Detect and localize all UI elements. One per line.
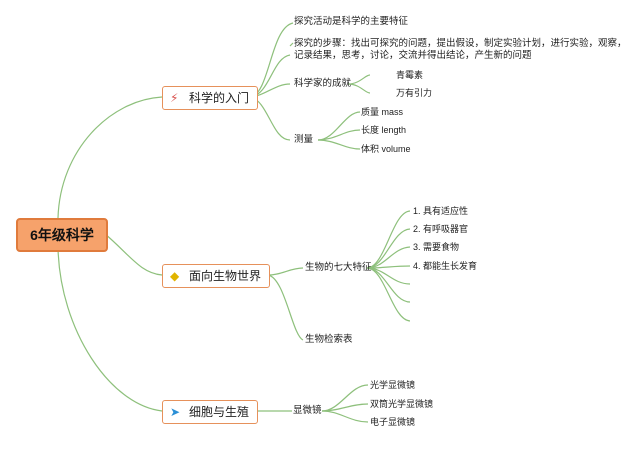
link-ach-1: [347, 74, 371, 85]
paper-plane-icon: ➤: [170, 405, 181, 419]
root-node[interactable]: 6年级科学: [16, 218, 108, 252]
microscope-binocular[interactable]: 双筒光学显微镜: [370, 399, 434, 409]
link-intro-c2-top: [289, 42, 294, 47]
link-bio-c2: [267, 274, 304, 341]
feature-respiration[interactable]: 2. 有呼吸器官: [413, 224, 469, 234]
link-bio-c1: [267, 267, 304, 276]
achievement-penicillin[interactable]: 青霉素: [396, 70, 424, 80]
feature-growth[interactable]: 4. 都能生长发育: [413, 261, 478, 271]
link-micro-3: [321, 410, 369, 423]
feature-food[interactable]: 3. 需要食物: [413, 242, 460, 252]
topic-seven-characteristics[interactable]: 生物的七大特征: [305, 262, 372, 273]
branch-science-intro[interactable]: ⚡ 科学的入门: [162, 86, 259, 110]
magic-wand-icon: ⚡: [170, 91, 179, 105]
topic-measurement[interactable]: 测量: [294, 134, 314, 145]
link-feat-7: [366, 267, 411, 322]
topic-inquiry-steps-line2: 记录结果，思考，讨论，交流并得出结论，产生新的问题: [294, 50, 532, 61]
branch-living-world[interactable]: ◆ 面向生物世界: [162, 264, 271, 288]
link-feat-6: [366, 267, 411, 303]
link-root-bio: [103, 232, 163, 276]
topic-identification-key[interactable]: 生物检索表: [305, 334, 353, 345]
microscope-optical[interactable]: 光学显微镜: [370, 380, 416, 390]
achievement-gravitation[interactable]: 万有引力: [396, 88, 433, 98]
measure-mass[interactable]: 质量 mass: [361, 107, 404, 117]
topic-microscope[interactable]: 显微镜: [293, 405, 322, 416]
link-ach-2: [347, 83, 371, 94]
branch-label: 科学的入门: [189, 91, 250, 105]
topic-inquiry-steps-line1[interactable]: 探究的步骤：找出可探究的问题，提出假设，制定实验计划，进行实验，观察，: [294, 38, 627, 49]
microscope-electron[interactable]: 电子显微镜: [370, 417, 416, 427]
topic-inquiry-feature[interactable]: 探究活动是科学的主要特征: [294, 16, 409, 27]
link-root-cell: [57, 247, 163, 412]
topic-scientist-achievements[interactable]: 科学家的成就: [294, 78, 352, 89]
link-feat-1: [366, 210, 411, 269]
branch-label: 细胞与生殖: [189, 405, 250, 419]
gem-icon: ◆: [170, 269, 180, 283]
branch-cells-reproduction[interactable]: ➤ 细胞与生殖: [162, 400, 259, 424]
measure-length[interactable]: 长度 length: [361, 125, 407, 135]
feature-adaptation[interactable]: 1. 具有适应性: [413, 206, 469, 216]
branch-label: 面向生物世界: [189, 269, 262, 283]
link-root-intro: [57, 96, 163, 219]
link-meas-3: [317, 139, 361, 150]
measure-volume[interactable]: 体积 volume: [361, 144, 411, 154]
